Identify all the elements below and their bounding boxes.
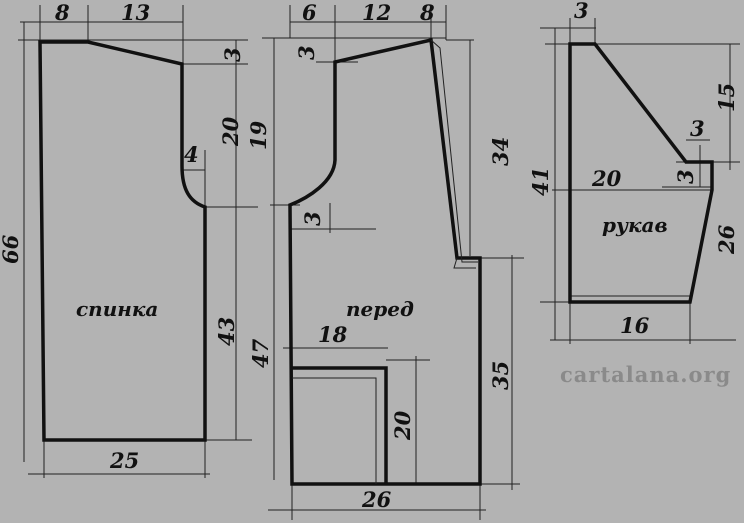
back-dim-shoulder-drop: 3 bbox=[220, 47, 245, 62]
sleeve-dim-cuff-height: 3 bbox=[673, 169, 698, 184]
front-dim-side-length: 35 bbox=[488, 361, 513, 390]
back-label: спинка bbox=[76, 297, 158, 321]
front-dim-shoulder-width: 12 bbox=[362, 0, 391, 25]
front-dim-pocket-width: 18 bbox=[318, 322, 348, 347]
sleeve-dim-cap-height: 15 bbox=[714, 83, 739, 112]
sleeve-piece: 3 15 3 3 20 41 26 16 рукав bbox=[528, 0, 740, 344]
front-dim-pocket-height: 20 bbox=[390, 410, 415, 441]
sleeve-outline bbox=[568, 42, 714, 304]
sleeve-dim-top-width: 3 bbox=[574, 0, 589, 23]
back-dim-total-length: 66 bbox=[0, 234, 23, 264]
back-outline bbox=[38, 40, 207, 442]
back-piece: 8 13 3 20 4 66 43 25 спинка bbox=[0, 0, 258, 478]
sleeve-dim-bottom-width: 16 bbox=[620, 313, 650, 338]
sleeve-label: рукав bbox=[602, 213, 668, 237]
front-dim-collar: 8 bbox=[419, 0, 435, 25]
back-dim-armhole-depth: 20 bbox=[218, 116, 243, 147]
back-dim-shoulder-left: 8 bbox=[54, 0, 70, 25]
front-dim-bottom-width: 26 bbox=[361, 487, 392, 512]
front-dim-upper-length: 34 bbox=[488, 137, 513, 166]
sleeve-dim-cuff-width: 3 bbox=[690, 116, 705, 141]
front-dim-shoulder-drop: 3 bbox=[294, 45, 319, 60]
sleeve-dim-total-length: 41 bbox=[528, 167, 553, 196]
front-dim-armhole-width: 3 bbox=[300, 211, 325, 226]
front-dim-armhole-depth: 19 bbox=[246, 120, 271, 150]
front-dim-lower-length: 47 bbox=[248, 338, 273, 368]
front-pocket-inner bbox=[292, 377, 377, 484]
back-dim-side-length: 43 bbox=[214, 317, 239, 346]
sleeve-dim-side-length: 26 bbox=[714, 224, 739, 255]
watermark: cartalana.org bbox=[560, 362, 731, 387]
back-dim-bottom-width: 25 bbox=[109, 448, 139, 473]
front-collar-band bbox=[430, 39, 478, 269]
back-dim-armhole-width: 4 bbox=[184, 142, 199, 167]
front-label: перед bbox=[346, 297, 414, 321]
back-dimension-lines bbox=[18, 5, 258, 478]
front-pocket bbox=[292, 366, 388, 484]
front-piece: 6 12 8 3 19 3 34 47 35 18 20 26 перед bbox=[246, 0, 524, 520]
front-dimension-lines bbox=[262, 5, 524, 520]
sleeve-dim-upper-width: 20 bbox=[591, 166, 622, 191]
sleeve-dimension-lines bbox=[540, 18, 740, 344]
front-dim-neck-width: 6 bbox=[302, 0, 317, 25]
back-dim-shoulder-width: 13 bbox=[121, 0, 150, 25]
